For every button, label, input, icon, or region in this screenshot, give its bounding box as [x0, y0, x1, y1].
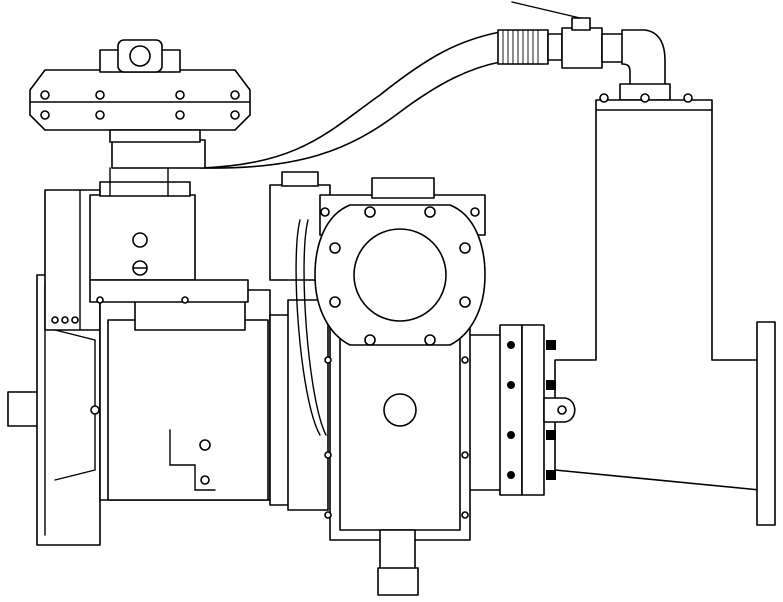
pump-foot: [380, 530, 415, 570]
tank: [555, 94, 775, 525]
shaft-end: [8, 392, 40, 426]
nut-icon: [133, 233, 147, 247]
motor-end-plate: [8, 190, 100, 545]
pipe-elbow: [620, 30, 670, 100]
gear-box: [90, 168, 248, 303]
motor-body: [91, 290, 328, 510]
outlet-flange: [757, 322, 775, 525]
inlet-flange: [315, 205, 485, 345]
flange-pair: [468, 325, 575, 495]
ball-valve-fitting: [498, 2, 624, 68]
diaphragm-valve: [30, 40, 250, 142]
